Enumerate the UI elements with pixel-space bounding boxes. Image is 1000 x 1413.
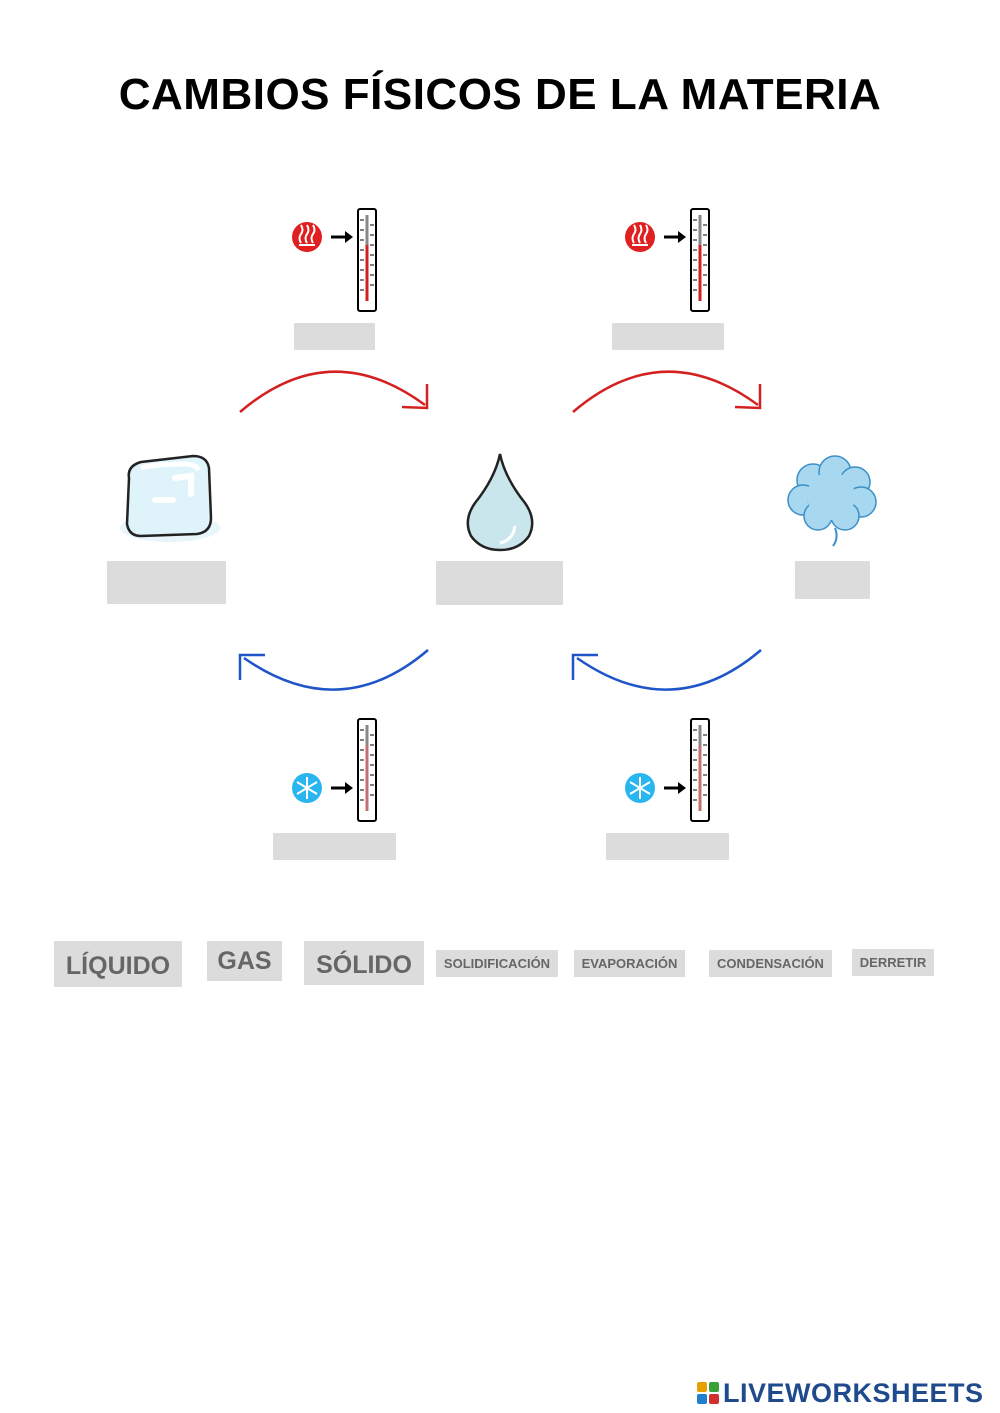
page-title: CAMBIOS FÍSICOS DE LA MATERIA [118, 70, 882, 119]
footer-brand: LIVEWORKSHEETS [723, 1377, 984, 1408]
drop-slot-heat-right[interactable] [612, 323, 724, 350]
drop-slot-liquid[interactable] [436, 561, 563, 605]
heat-arrow-icon [572, 370, 762, 413]
word-derretir[interactable]: DERRETIR [852, 949, 934, 976]
drop-slot-cold-right[interactable] [606, 833, 729, 860]
cold-thermometer-icon [625, 718, 710, 822]
heat-thermometer-icon [625, 208, 710, 312]
cold-thermometer-icon [292, 718, 377, 822]
heat-arrow-icon [239, 370, 429, 413]
drop-slot-solid[interactable] [107, 561, 226, 604]
cold-arrow-icon [571, 649, 762, 691]
word-liquido[interactable]: LÍQUIDO [54, 941, 182, 987]
word-solido[interactable]: SÓLIDO [304, 941, 424, 985]
liveworksheets-logo: LIVEWORKSHEETS [697, 1377, 984, 1409]
drop-slot-cold-left[interactable] [273, 833, 396, 860]
heat-thermometer-icon [292, 208, 377, 312]
cold-arrow-icon [238, 649, 429, 691]
steam-cloud-icon [787, 455, 877, 547]
water-drop-icon [466, 453, 534, 552]
drop-slot-heat-left[interactable] [294, 323, 375, 350]
word-solidificacion[interactable]: SOLIDIFICACIÓN [436, 950, 558, 977]
ice-cube-icon [120, 454, 220, 542]
word-gas[interactable]: GAS [207, 941, 282, 981]
word-condensacion[interactable]: CONDENSACIÓN [709, 950, 832, 977]
word-evaporacion[interactable]: EVAPORACIÓN [574, 950, 685, 977]
logo-squares-icon [697, 1382, 719, 1404]
drop-slot-gas[interactable] [795, 561, 870, 599]
